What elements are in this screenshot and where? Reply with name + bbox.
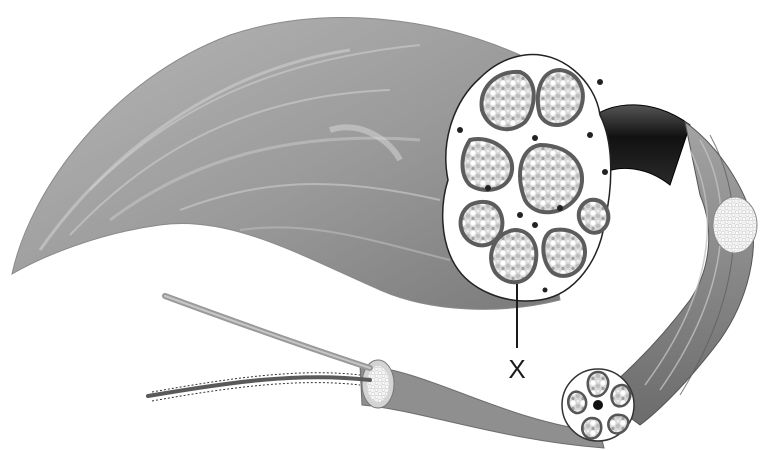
myofibril — [148, 296, 370, 401]
small-fascicle-cross-section — [562, 369, 634, 441]
fascicle-cross-section — [443, 54, 611, 301]
label-x: X — [505, 356, 529, 382]
